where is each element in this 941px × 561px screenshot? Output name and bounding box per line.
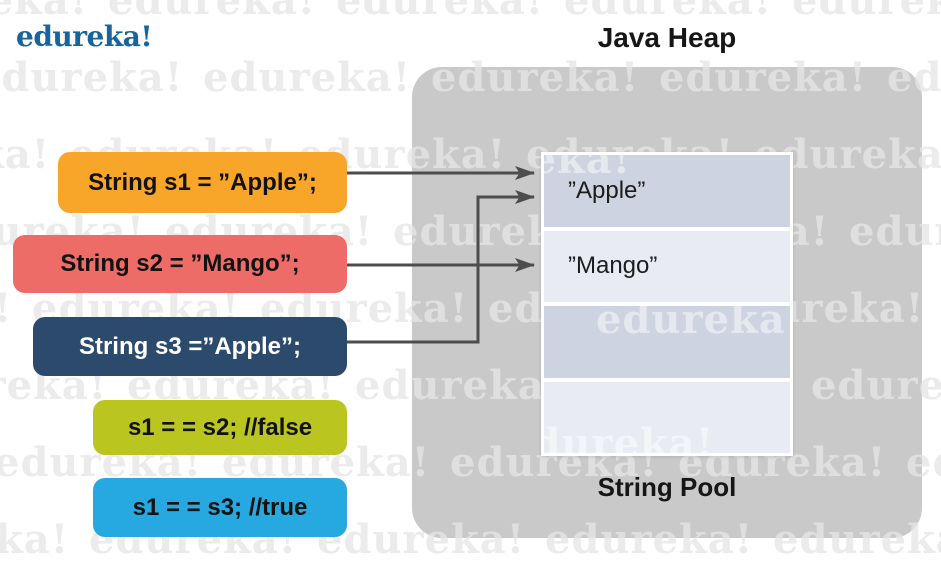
pool-row-apple-label: ”Apple” [568,176,646,204]
statement-s2: String s2 = ”Mango”; [13,235,347,293]
statement-s2-text: String s2 = ”Mango”; [60,250,300,277]
java-heap-box: edureka!edureka!edureka!edureka!edureka!… [412,67,922,538]
pool-row-empty-1 [544,306,790,378]
statement-compare-s1-s2-text: s1 = = s2; //false [127,413,313,441]
statement-s3: String s3 =”Apple”; [33,317,347,376]
statement-compare-s1-s3: s1 = = s3; //true [93,478,347,537]
string-pool-box: ”Apple” ”Mango” edureka!edureka!edureka! [541,152,793,456]
pool-row-mango: ”Mango” [544,230,790,302]
statement-s1: String s1 = ”Apple”; [58,152,347,213]
pool-row-apple: ”Apple” [544,155,790,227]
statement-compare-s1-s3-text: s1 = = s3; //true [132,493,308,521]
pool-row-mango-label: ”Mango” [568,252,658,280]
pool-row-empty-2 [544,381,790,453]
statement-compare-s1-s2: s1 = = s2; //false [93,400,347,455]
statement-s1-text: String s1 = ”Apple”; [88,168,317,196]
string-pool-label: String Pool [597,472,737,502]
statement-s3-text: String s3 =”Apple”; [78,332,302,360]
java-heap-title: Java Heap [597,22,737,53]
edureka-logo: edureka! [16,20,153,53]
